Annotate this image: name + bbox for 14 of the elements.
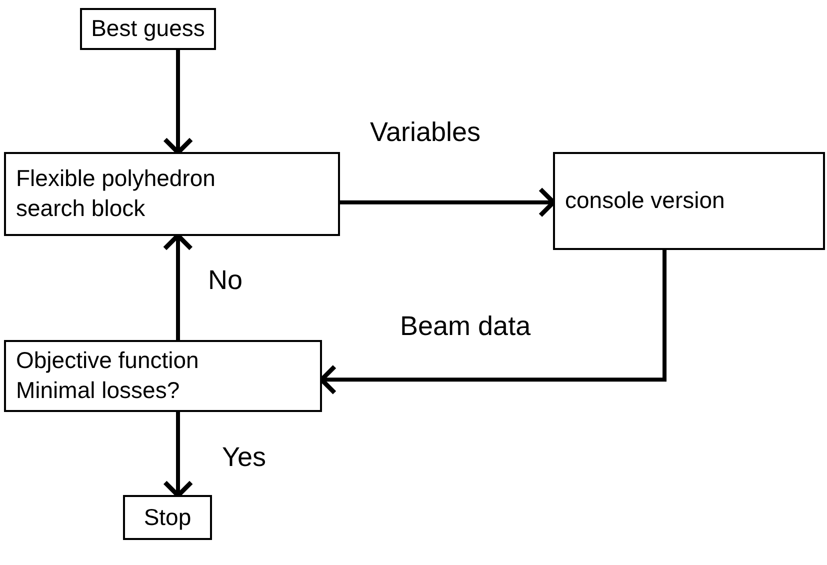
process-box [80,8,216,50]
box-text: Best guess [91,14,205,44]
arrow [163,412,193,498]
box-text: Objective function Minimal losses? [16,346,200,405]
arrow [163,234,193,340]
arrow [163,50,193,154]
box-text: Stop [144,502,192,532]
process-box [553,152,825,250]
arrow [340,188,556,218]
box-text: console version [565,186,725,216]
box-text: Flexible polyhedron search block [16,164,216,223]
process-box [4,152,340,236]
process-box [123,495,212,540]
process-box [4,340,322,412]
